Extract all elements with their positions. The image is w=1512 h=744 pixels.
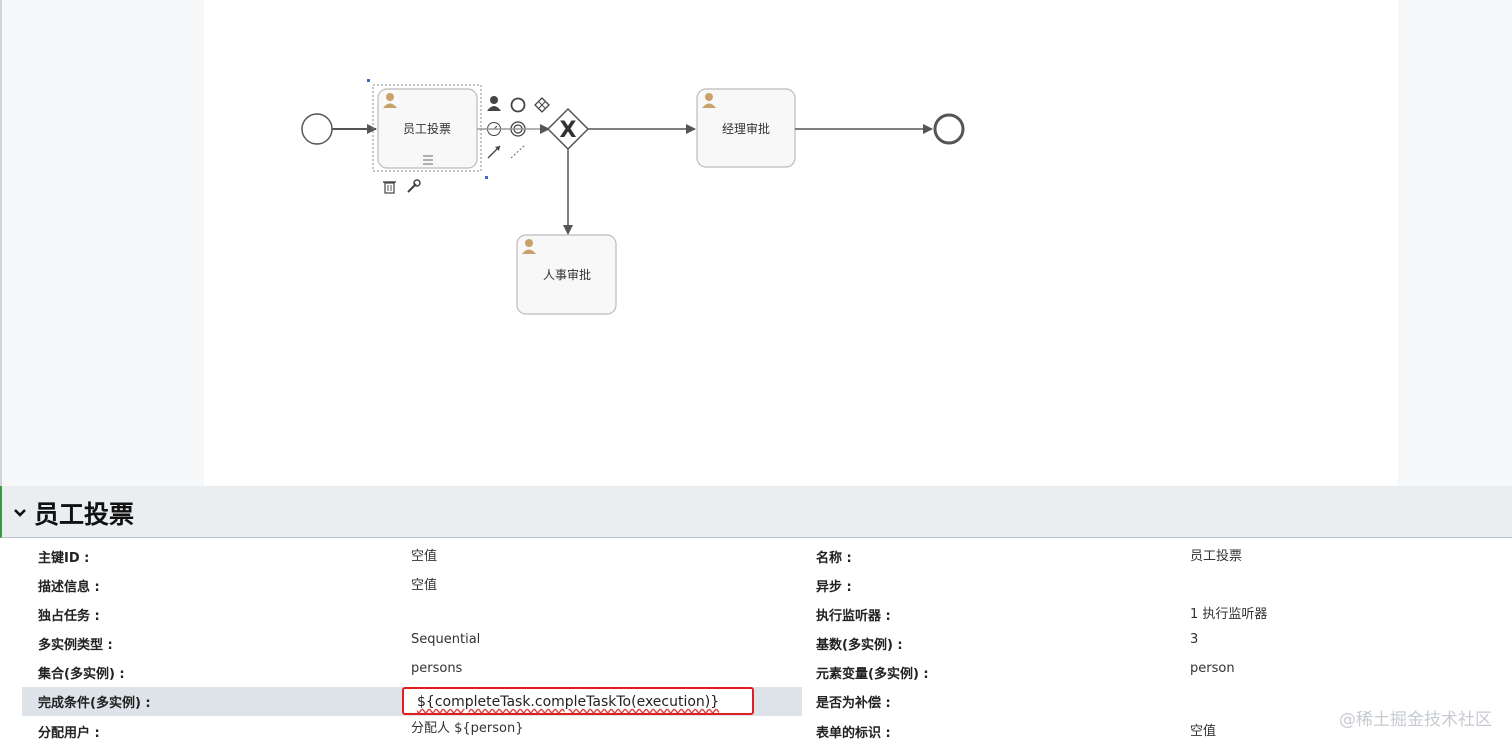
end-event[interactable] (933, 113, 965, 145)
prop-row-id: 主键ID : 空值 名称 : 员工投票 (0, 539, 1512, 568)
prop-label-id: 主键ID : (38, 551, 90, 566)
bpmn-diagram[interactable]: 员工投票 (204, 0, 1398, 486)
prop-label-execution-listeners: 执行监听器 : (816, 609, 891, 624)
multi-instance-sequential-icon (423, 155, 433, 165)
task-employee-vote[interactable]: 员工投票 (377, 88, 478, 169)
prop-value-name[interactable]: 员工投票 (1190, 549, 1243, 564)
user-task-icon (702, 93, 716, 108)
association-tool-icon[interactable] (510, 144, 526, 159)
task-hr-approval[interactable]: 人事审批 (516, 234, 617, 315)
append-gateway-icon[interactable] (534, 97, 550, 113)
properties-title: 员工投票 (34, 500, 135, 529)
prop-label-async: 异步 : (816, 580, 852, 595)
append-intermediate-event-icon[interactable] (510, 97, 526, 113)
prop-value-assignment[interactable]: 分配人 ${person} (411, 721, 524, 736)
start-event[interactable] (301, 113, 333, 145)
task-label-hr-approval: 人事审批 (543, 267, 591, 282)
prop-value-documentation[interactable]: 空值 (411, 578, 438, 593)
completion-condition-input[interactable]: ${completeTask.compleTaskTo(execution)} (402, 687, 754, 715)
prop-row-multi-instance-type: 多实例类型 : Sequential 基数(多实例) : 3 (0, 626, 1512, 655)
prop-label-element-variable: 元素变量(多实例) : (816, 667, 929, 682)
bpmn-canvas[interactable]: 员工投票 (204, 0, 1398, 486)
properties-panel: 员工投票 主键ID : 空值 名称 : 员工投票 描述信息 : 空值 异步 : … (0, 486, 1512, 744)
prop-label-cardinality: 基数(多实例) : (816, 638, 903, 653)
delete-icon[interactable] (383, 181, 396, 194)
prop-label-collection: 集合(多实例) : (38, 667, 125, 682)
task-label-manager-approval: 经理审批 (722, 121, 770, 136)
watermark: @稀土掘金技术社区 (1339, 710, 1492, 730)
prop-value-element-variable[interactable]: person (1190, 661, 1235, 676)
prop-value-id[interactable]: 空值 (411, 549, 438, 564)
prop-label-assignment: 分配用户 : (38, 726, 100, 741)
chevron-down-icon[interactable] (12, 504, 28, 520)
prop-label-is-compensation: 是否为补偿 : (816, 696, 891, 711)
prop-value-execution-listeners[interactable]: 1 执行监听器 (1190, 607, 1268, 622)
connect-tool-icon[interactable] (487, 145, 501, 159)
prop-row-completion-condition: 完成条件(多实例) : ${completeTask.compleTaskTo(… (0, 687, 1512, 716)
gateway-symbol: X (560, 118, 577, 143)
prop-row-collection: 集合(多实例) : persons 元素变量(多实例) : person (0, 655, 1512, 684)
user-task-icon (522, 239, 536, 254)
prop-label-name: 名称 : (816, 551, 852, 566)
prop-value-cardinality[interactable]: 3 (1190, 632, 1199, 647)
properties-header[interactable]: 员工投票 (0, 486, 1512, 538)
prop-value-multi-instance-type[interactable]: Sequential (411, 632, 481, 647)
prop-row-exclusive: 独占任务 : 执行监听器 : 1 执行监听器 (0, 597, 1512, 626)
prop-label-documentation: 描述信息 : (38, 580, 100, 595)
prop-label-multi-instance-type: 多实例类型 : (38, 638, 113, 653)
selection-box (372, 84, 482, 172)
task-manager-approval[interactable]: 经理审批 (696, 88, 796, 168)
canvas-outer: 员工投票 (0, 0, 1398, 486)
exclusive-gateway[interactable]: X (546, 107, 590, 151)
prop-label-exclusive: 独占任务 : (38, 609, 100, 624)
wrench-icon[interactable] (407, 179, 421, 193)
prop-value-collection[interactable]: persons (411, 661, 463, 676)
prop-value-form-key[interactable]: 空值 (1190, 724, 1217, 739)
append-user-task-icon[interactable] (487, 96, 501, 111)
prop-label-completion-condition: 完成条件(多实例) : (38, 696, 151, 711)
prop-row-assignment: 分配用户 : 分配人 ${person} 表单的标识 : 空值 (0, 714, 1512, 743)
prop-label-form-key: 表单的标识 : (816, 726, 891, 741)
prop-row-documentation: 描述信息 : 空值 异步 : (0, 568, 1512, 597)
resize-handle-tl[interactable] (367, 79, 370, 82)
user-task-icon (383, 93, 397, 108)
completion-condition-text: ${completeTask.compleTaskTo(execution)} (417, 694, 720, 710)
task-label-employee-vote: 员工投票 (403, 121, 451, 136)
resize-handle-br[interactable] (485, 176, 488, 179)
